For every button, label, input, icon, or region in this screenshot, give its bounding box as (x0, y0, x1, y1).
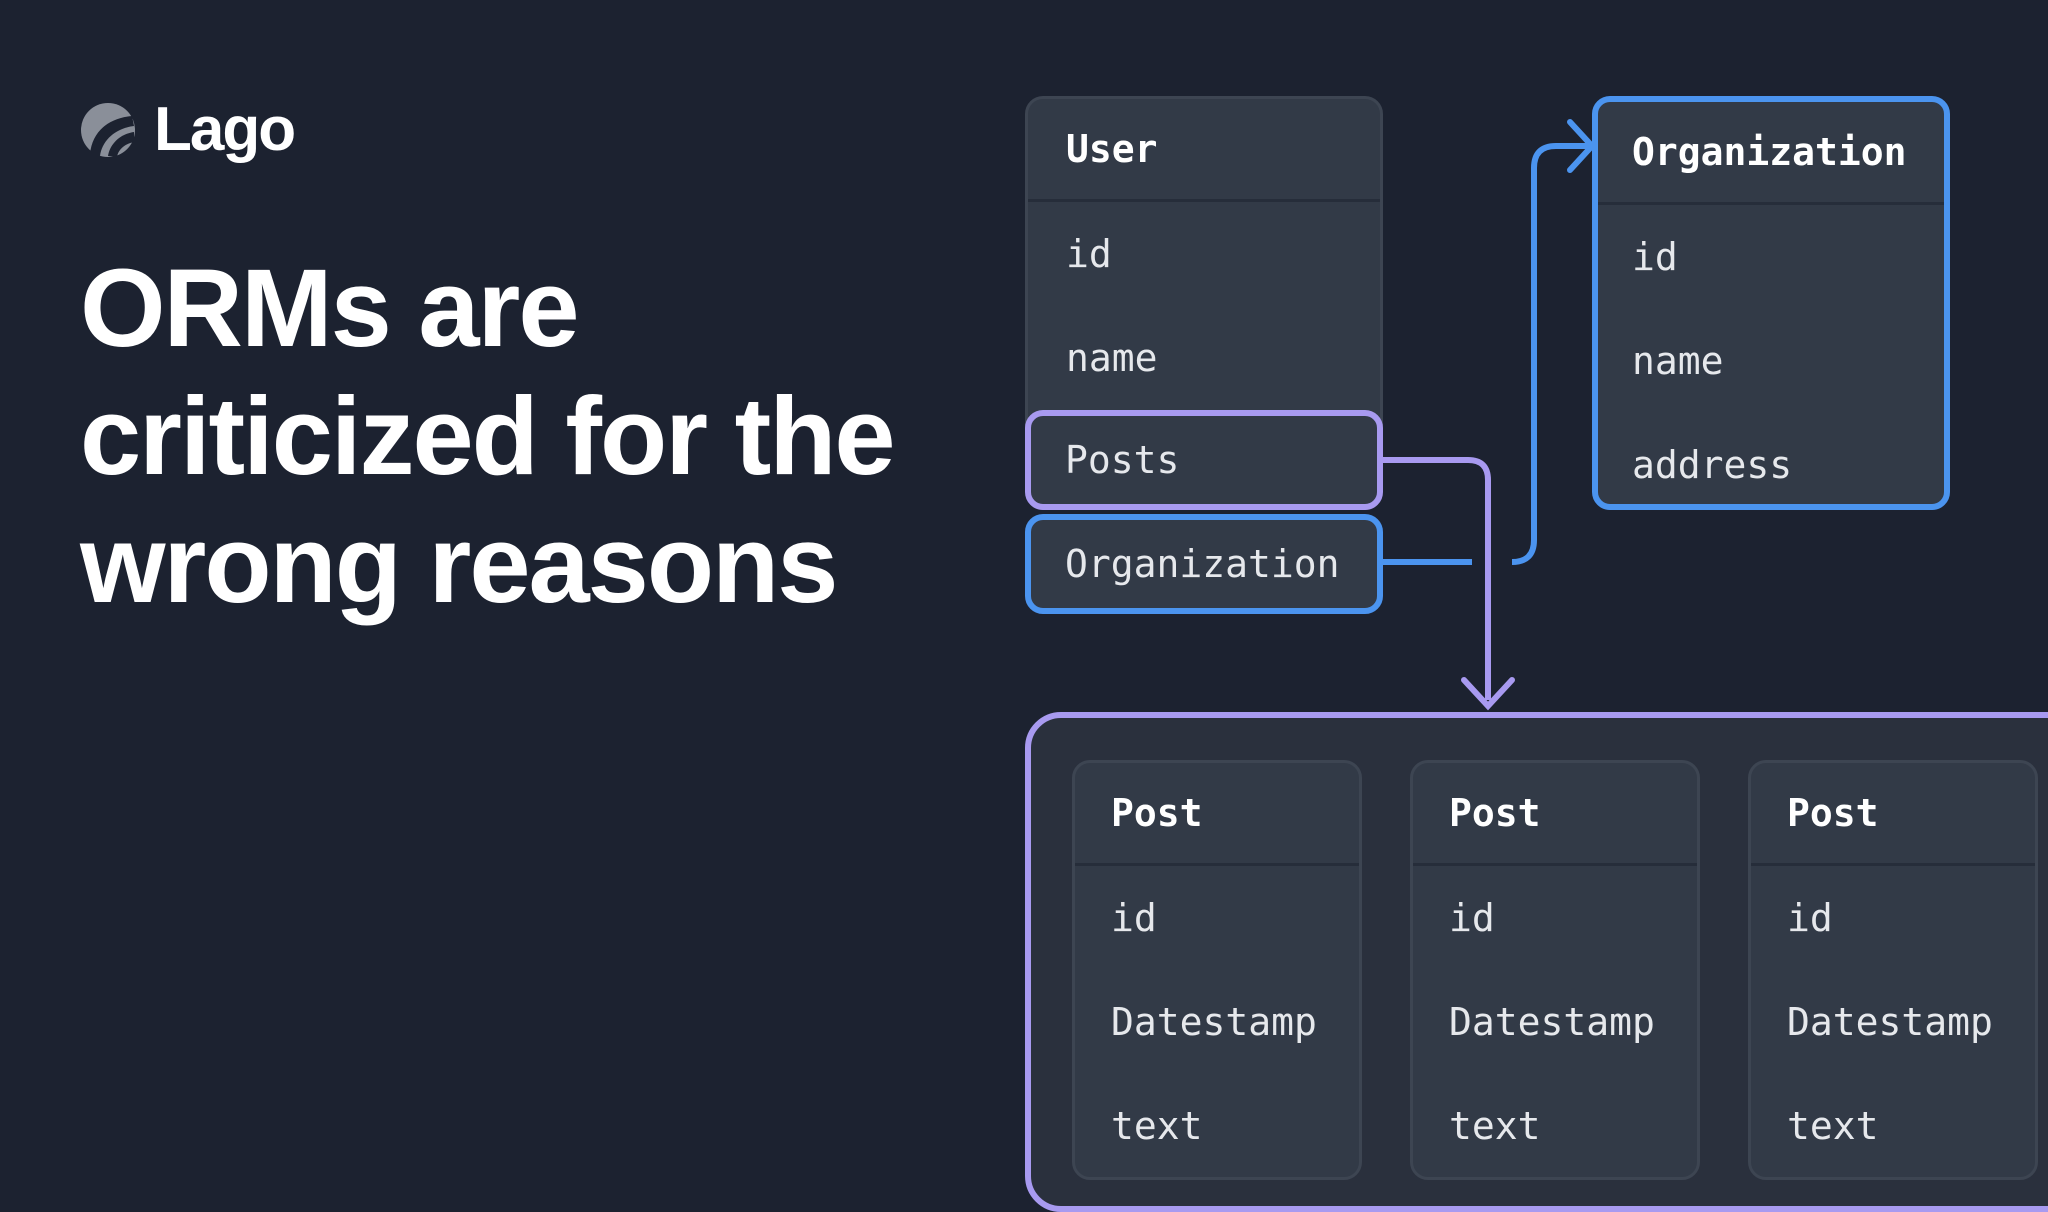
organization-field-address: address (1632, 443, 1793, 487)
lago-logo-icon (81, 102, 135, 157)
post-field-text: text (1111, 1104, 1203, 1148)
post-table-title: Post (1751, 763, 2035, 866)
user-table: User id name (1025, 96, 1383, 456)
user-relation-organization: Organization (1025, 514, 1383, 614)
post-field-datestamp: Datestamp (1787, 1000, 1993, 1044)
brand-name: Lago (154, 95, 296, 164)
post-field-id: id (1787, 896, 1833, 940)
post-table-1: Post id Datestamp text (1072, 760, 1362, 1180)
user-relation-posts: Posts (1025, 410, 1383, 510)
posts-arrow-icon (1461, 677, 1515, 711)
post-field-text: text (1449, 1104, 1541, 1148)
organization-field-id: id (1632, 235, 1678, 279)
organization-connector (1511, 143, 1590, 565)
post-field-id: id (1449, 896, 1495, 940)
post-field-id: id (1111, 896, 1157, 940)
user-field-name: name (1066, 336, 1158, 380)
organization-table: Organization id name address (1592, 96, 1950, 510)
posts-connector (1380, 457, 1491, 700)
post-table-title: Post (1413, 763, 1697, 866)
post-field-text: text (1787, 1104, 1879, 1148)
brand-logo: Lago (80, 94, 296, 165)
post-table-2: Post id Datestamp text (1410, 760, 1700, 1180)
post-table-3: Post id Datestamp text (1748, 760, 2038, 1180)
post-field-datestamp: Datestamp (1449, 1000, 1655, 1044)
user-field-id: id (1066, 232, 1112, 276)
organization-table-title: Organization (1598, 102, 1944, 205)
relation-connectors (1380, 119, 1597, 711)
organization-field-name: name (1632, 339, 1724, 383)
post-field-datestamp: Datestamp (1111, 1000, 1317, 1044)
page-title: ORMs are criticized for the wrong reason… (80, 247, 896, 626)
user-table-title: User (1028, 99, 1380, 202)
post-table-title: Post (1075, 763, 1359, 866)
